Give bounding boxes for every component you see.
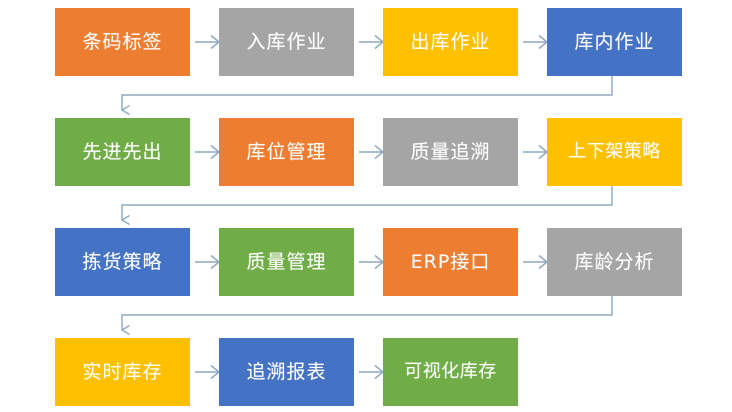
- node-label: ERP接口: [410, 250, 491, 273]
- node-putaway-retrieval-strategy[interactable]: 上下架策略: [547, 118, 682, 186]
- node-picking-strategy[interactable]: 拣货策略: [55, 228, 190, 296]
- node-barcode-label[interactable]: 条码标签: [55, 8, 190, 76]
- connector-row0-to-row1: [122, 76, 613, 110]
- node-inbound-operation[interactable]: 入库作业: [219, 8, 354, 76]
- connector-row2-to-row3: [122, 296, 613, 330]
- node-label: 可视化库存: [404, 361, 497, 382]
- node-realtime-inventory[interactable]: 实时库存: [55, 338, 190, 406]
- node-label: 入库作业: [246, 30, 327, 53]
- node-label: 上下架策略: [568, 141, 661, 162]
- node-label: 库内作业: [574, 30, 655, 53]
- node-label: 库龄分析: [574, 250, 655, 273]
- node-label: 库位管理: [246, 140, 327, 163]
- node-label: 出库作业: [410, 30, 491, 53]
- node-location-management[interactable]: 库位管理: [219, 118, 354, 186]
- node-outbound-operation[interactable]: 出库作业: [383, 8, 518, 76]
- node-label: 实时库存: [82, 360, 163, 383]
- node-label: 条码标签: [82, 30, 163, 53]
- node-traceability-report[interactable]: 追溯报表: [219, 338, 354, 406]
- node-label: 追溯报表: [246, 360, 327, 383]
- node-erp-interface[interactable]: ERP接口: [383, 228, 518, 296]
- node-label: 质量追溯: [410, 140, 491, 163]
- node-quality-management[interactable]: 质量管理: [219, 228, 354, 296]
- node-label: 先进先出: [82, 140, 163, 163]
- node-quality-traceability[interactable]: 质量追溯: [383, 118, 518, 186]
- node-label: 拣货策略: [82, 250, 163, 273]
- node-label: 质量管理: [246, 250, 327, 273]
- node-fifo[interactable]: 先进先出: [55, 118, 190, 186]
- connector-row1-to-row2: [122, 186, 613, 220]
- node-visualized-inventory[interactable]: 可视化库存: [383, 338, 518, 406]
- node-in-warehouse-operation[interactable]: 库内作业: [547, 8, 682, 76]
- node-inventory-age-analysis[interactable]: 库龄分析: [547, 228, 682, 296]
